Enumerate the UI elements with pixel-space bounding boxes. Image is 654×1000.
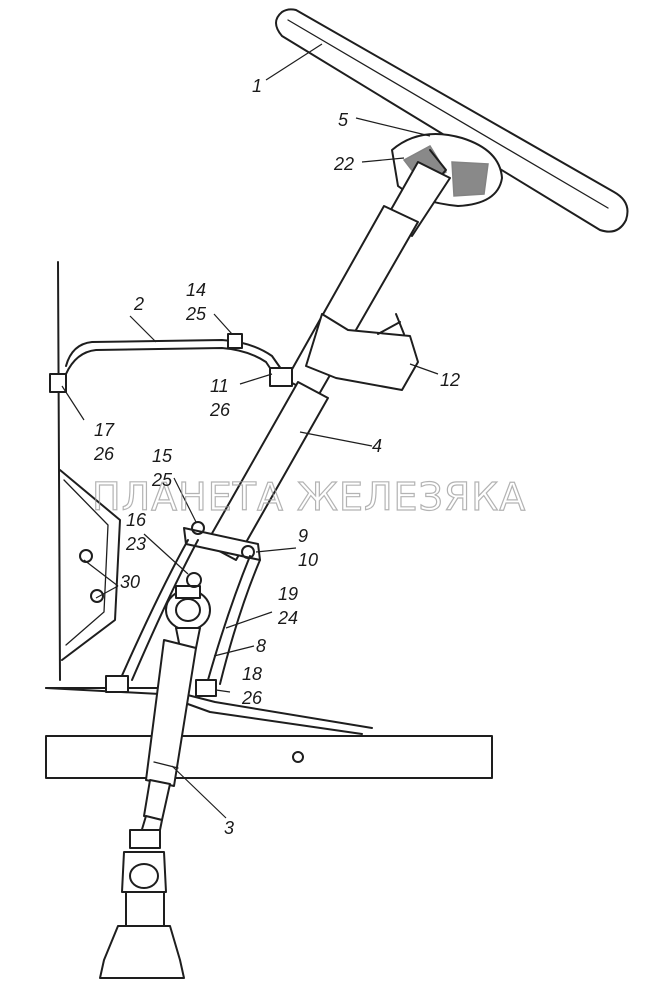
callout-14: 14 [186, 280, 206, 300]
callout-17: 17 [94, 420, 115, 440]
callout-11: 11 [210, 376, 229, 396]
callout-26-lower: 26 [241, 688, 263, 708]
support-bar [49, 333, 293, 393]
leader-lines [61, 43, 439, 819]
callout-15: 15 [152, 446, 173, 466]
callout-5: 5 [338, 110, 349, 130]
callout-24: 24 [277, 608, 298, 628]
callout-25-upper: 25 [185, 304, 207, 324]
callout-9: 9 [298, 526, 308, 546]
cab-wall [57, 261, 121, 681]
callout-1: 1 [252, 76, 262, 96]
column-switch-bracket [305, 313, 419, 391]
callout-3: 3 [224, 818, 234, 838]
callout-16: 16 [126, 510, 147, 530]
callout-8: 8 [256, 636, 266, 656]
callout-labels: 1 5 22 2 14 25 11 26 12 4 17 26 15 25 16… [93, 76, 460, 838]
watermark-text: ПЛАНЕТА ЖЕЛЕЗЯКА [92, 475, 526, 519]
intermediate-shaft [139, 639, 197, 841]
callout-19: 19 [278, 584, 298, 604]
callout-26-left: 26 [93, 444, 115, 464]
callout-2: 2 [133, 294, 144, 314]
steering-wheel [275, 8, 629, 233]
lower-bracket [105, 521, 261, 697]
lower-universal-joint [121, 829, 167, 927]
callout-30: 30 [120, 572, 140, 592]
callout-22: 22 [333, 154, 354, 174]
frame-cross-member [45, 735, 493, 779]
callout-10: 10 [298, 550, 318, 570]
callout-25-lower: 25 [151, 470, 173, 490]
callout-18: 18 [242, 664, 262, 684]
callout-23: 23 [125, 534, 146, 554]
universal-joint [165, 572, 211, 649]
callout-4: 4 [372, 436, 382, 456]
steering-gear-housing [99, 925, 185, 979]
callout-26-upper: 26 [209, 400, 231, 420]
callout-12: 12 [440, 370, 460, 390]
